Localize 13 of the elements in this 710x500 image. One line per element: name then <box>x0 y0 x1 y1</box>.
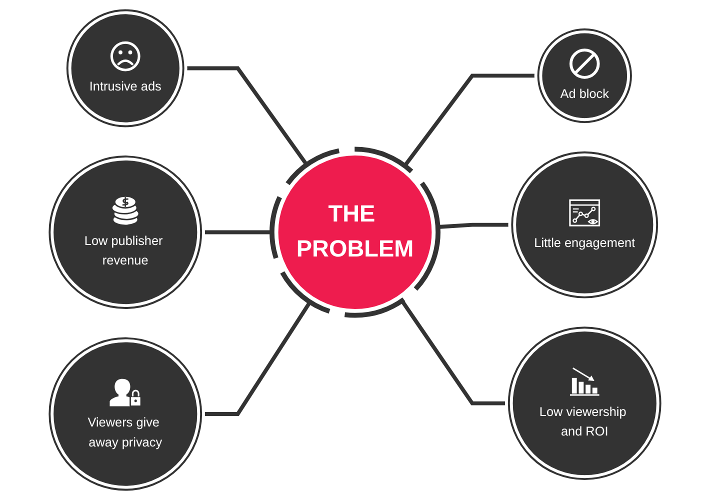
node-circle: Low viewership and ROI <box>505 324 664 483</box>
node-circle: Little engagement <box>508 148 662 302</box>
node-circle: Ad block <box>534 25 635 126</box>
connector <box>438 222 510 229</box>
connector <box>403 74 536 167</box>
connector <box>204 301 312 416</box>
node-circle: Low publisher revenue <box>46 152 205 312</box>
node-circle: THE PROBLEM <box>270 146 440 318</box>
node-circle: Viewers give away privacy <box>46 334 205 494</box>
node-circle: Intrusive ads <box>63 6 188 130</box>
connector <box>186 66 308 166</box>
connector <box>400 300 506 406</box>
connector <box>204 230 272 234</box>
